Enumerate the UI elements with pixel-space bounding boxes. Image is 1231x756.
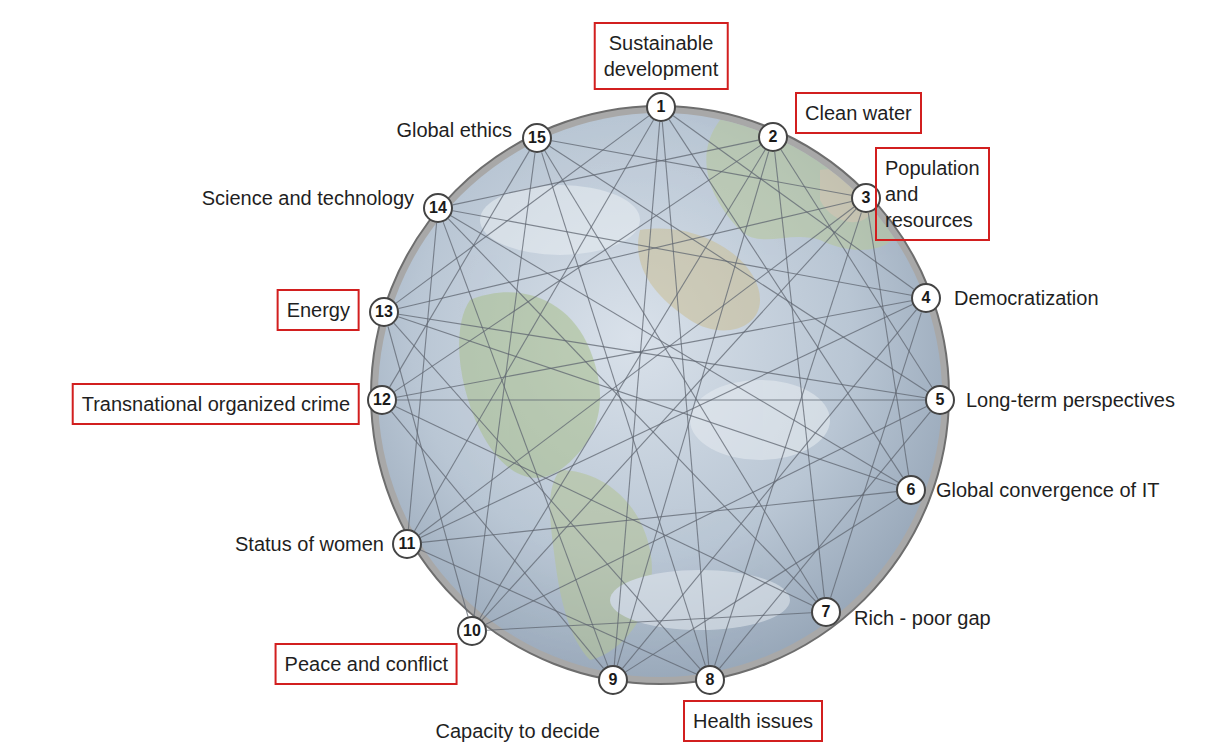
topic-label: Status of women: [229, 527, 390, 561]
link-line: [421, 550, 697, 674]
link-line: [421, 304, 913, 537]
callout-number: 14: [429, 200, 447, 216]
topic-node: 13Energy: [369, 297, 399, 327]
link-line: [831, 312, 922, 597]
topic-label: Rich - poor gap: [848, 601, 997, 635]
callout-number: 2: [769, 129, 778, 145]
highlighted-topic-label: Peace and conflict: [275, 643, 458, 685]
link-line: [394, 145, 760, 391]
land-patch: [459, 292, 600, 478]
topic-label: Global ethics: [390, 113, 518, 147]
callout-number: 10: [463, 623, 481, 639]
link-line: [390, 151, 530, 387]
callout-number: 15: [528, 130, 546, 146]
callout-number: 5: [936, 392, 945, 408]
topic-node: 7Rich - poor gap: [811, 597, 841, 627]
link-line: [482, 209, 856, 620]
callout-number: 6: [907, 482, 916, 498]
link-line: [415, 120, 654, 531]
topic-label: Long-term perspectives: [960, 383, 1181, 417]
topic-node: 10Peace and conflict: [457, 616, 487, 646]
topic-node: 3Population and resources: [851, 183, 881, 213]
link-line: [453, 140, 759, 205]
highlighted-topic-label: Energy: [277, 289, 360, 331]
link-line: [448, 219, 815, 601]
globe-rim: [371, 106, 949, 684]
highlighted-topic-label: Health issues: [683, 700, 823, 742]
link-line: [669, 120, 903, 478]
link-line: [673, 116, 914, 289]
land-patch: [706, 118, 901, 250]
link-line: [662, 122, 708, 665]
callout-number: 3: [862, 190, 871, 206]
callout-number: 11: [399, 536, 416, 552]
link-line: [720, 412, 931, 669]
link-line: [626, 498, 899, 672]
link-line: [542, 152, 706, 665]
topic-node: 8Health issues: [695, 665, 725, 695]
link-line: [451, 216, 898, 483]
link-line: [550, 146, 928, 392]
topic-node: 2Clean water: [758, 122, 788, 152]
link-line: [419, 207, 854, 535]
callout-number: 1: [657, 99, 666, 115]
topic-node: 5Long-term perspectives: [925, 385, 955, 415]
highlighted-topic-label: Transnational organized crime: [72, 383, 360, 425]
callout-number: 7: [822, 604, 831, 620]
link-line: [399, 202, 852, 309]
highlighted-topic-label: Sustainable development: [594, 22, 729, 90]
land-patch: [820, 169, 872, 222]
link-line: [552, 141, 851, 196]
topic-label: Democratization: [948, 281, 1105, 315]
callout-number: 13: [375, 304, 393, 320]
link-line: [443, 222, 608, 666]
link-line: [392, 412, 604, 669]
highlighted-topic-label: Population and resources: [875, 147, 990, 241]
link-line: [453, 211, 911, 296]
highlighted-topic-label: Clean water: [795, 92, 922, 134]
callout-number: 12: [373, 392, 391, 408]
link-line: [480, 150, 765, 618]
link-line: [545, 151, 818, 599]
link-line: [399, 314, 925, 397]
link-line: [394, 323, 700, 669]
topic-label: Capacity to decide: [429, 714, 606, 748]
globe-sea: [378, 113, 942, 677]
callout-number: 8: [706, 672, 715, 688]
topic-node: 11Status of women: [392, 529, 422, 559]
callout-number: 9: [609, 672, 618, 688]
topic-node: 6Global convergence of IT: [896, 475, 926, 505]
link-line: [397, 399, 925, 400]
topic-node: 9Capacity to decide: [598, 665, 628, 695]
topic-node: 4Democratization: [911, 283, 941, 313]
cloud-patch: [690, 380, 830, 460]
topic-node: 15Global ethics: [522, 123, 552, 153]
link-line: [396, 116, 649, 303]
link-line: [487, 613, 811, 630]
topic-node: 14Science and technology: [423, 193, 453, 223]
topic-label: Global convergence of IT: [930, 473, 1165, 507]
topic-label: Science and technology: [196, 181, 420, 215]
topic-node: 1Sustainable development: [646, 92, 676, 122]
link-line: [715, 212, 862, 665]
link-line: [408, 223, 436, 529]
topic-node: 12Transnational organized crime: [367, 385, 397, 415]
callout-number: 4: [922, 290, 931, 306]
